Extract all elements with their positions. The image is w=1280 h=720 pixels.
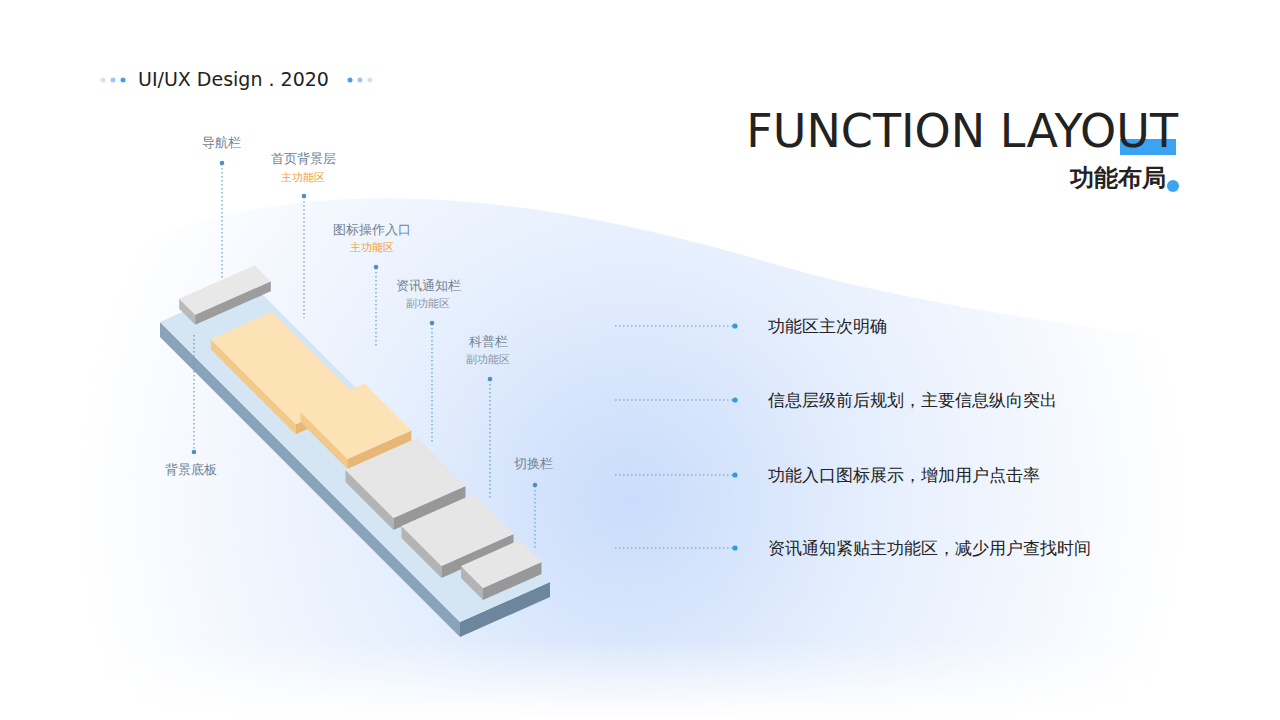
icon-entry-top [301,384,412,459]
leader-dot [192,450,197,455]
leader-dot [533,483,538,488]
leader-line [615,399,733,400]
leader-line [221,164,222,280]
callout-label: 首页背景层 [271,151,336,167]
feature-note: 资讯通知紧贴主功能区，减少用户查找时间 [768,538,1091,558]
callout-sublabel: 副功能区 [466,353,510,366]
nav-bar-top [179,265,271,315]
leader-dot [374,265,379,270]
callout-label: 切换栏 [514,456,553,472]
callout-label: 资讯通知栏 [396,278,461,294]
subtitle: 功能布局 [1070,164,1166,193]
callout-sublabel: 主功能区 [350,241,394,254]
callout-label: 导航栏 [202,135,241,151]
leader-dot [732,545,737,550]
leader-dot [302,194,307,199]
leader-dot [732,472,737,477]
leader-line [431,324,432,442]
feature-note: 功能区主次明确 [768,316,887,336]
header-tag: UI/UX Design . 2020 [138,68,329,91]
leader-dot [430,321,435,326]
leader-dot [732,397,737,402]
leader-dot [488,377,493,382]
subtitle-dot [1167,180,1179,192]
base-plate-top [160,282,550,622]
callout-sublabel: 副功能区 [406,297,450,310]
feature-note: 功能入口图标展示，增加用户点击率 [768,465,1040,485]
leader-line [193,335,194,450]
callout-label: 图标操作入口 [333,222,411,238]
callout-label: 背景底板 [165,462,217,478]
callout-sublabel: 主功能区 [281,171,325,184]
leader-dot [220,161,225,166]
leader-line [615,547,733,548]
glow-band [0,198,1280,720]
leader-dot [732,323,737,328]
leader-line [615,474,733,475]
leader-line [489,380,490,500]
leader-line [615,325,733,326]
leader-line [375,268,376,346]
switch-bar-top [461,540,542,588]
callout-label: 科普栏 [469,334,508,350]
fade [0,640,1280,720]
feature-note: 信息层级前后规划，主要信息纵向突出 [768,390,1057,410]
title: FUNCTION LAYOUT [746,104,1178,159]
leader-line [303,197,304,318]
leader-line [534,486,535,548]
